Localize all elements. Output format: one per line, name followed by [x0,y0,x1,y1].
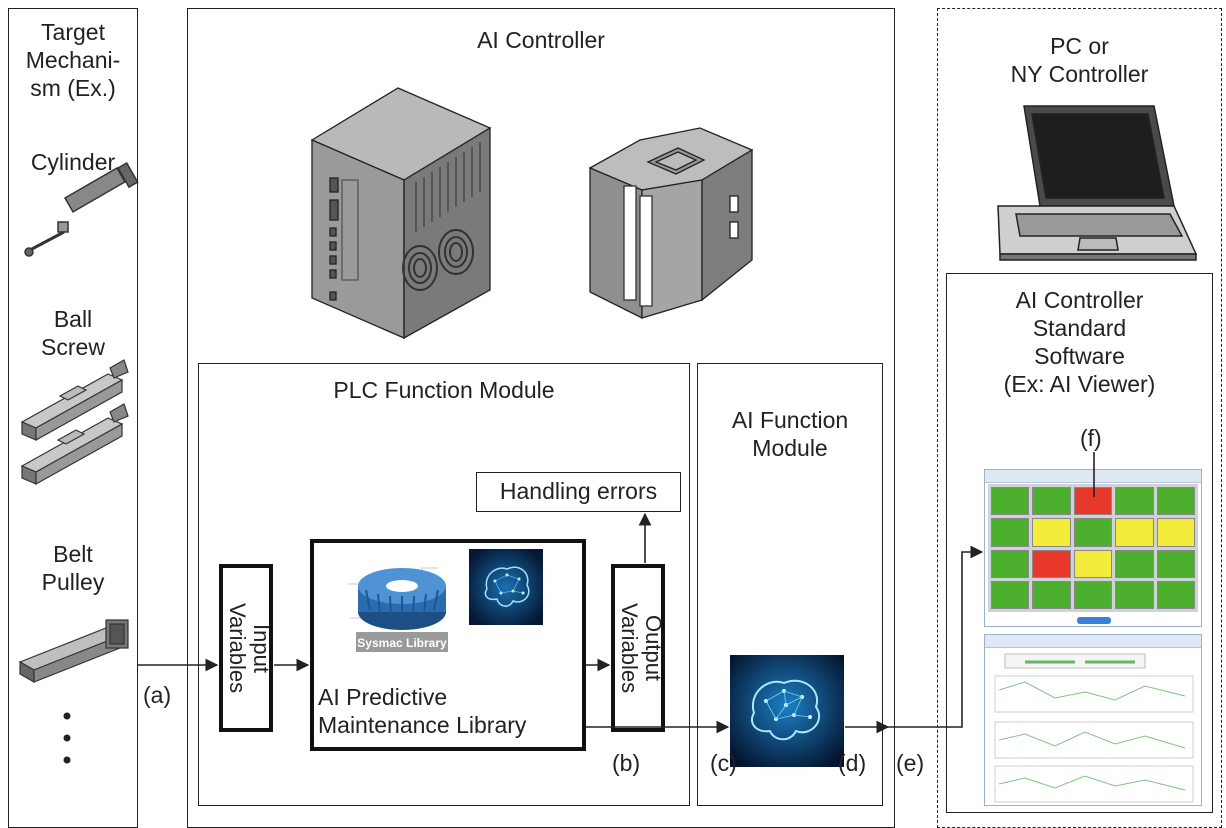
flow-label-b: (b) [612,750,641,776]
ai-brain-icon [469,549,543,625]
input-variables-label: Input Variables [225,602,274,694]
flow-label-e: (e) [896,750,925,776]
heatmap-cell [1032,487,1071,516]
ai-controller-standard-software-box [946,273,1213,813]
belt-pulley-label: Belt Pulley [41,541,105,595]
ai-function-module [697,363,883,806]
heatmap-cell [1115,487,1154,516]
pc-or-ny-controller-title: PC or NY Controller [1010,33,1149,87]
ball-screw-icon [20,359,129,486]
input-variables-box [219,564,273,732]
cylinder-label: Cylinder [30,149,116,175]
ai-viewer-chart-window [984,634,1202,806]
heatmap-cell [1156,549,1195,578]
ai-function-module-title: AI Function Module [731,407,849,461]
sysmac-library-text: Sysmac Library [357,636,447,650]
window-titlebar [985,635,1201,648]
plc-function-module-title: PLC Function Module [333,377,555,403]
heatmap-cell [1032,518,1071,547]
flow-label-d: (d) [838,750,867,776]
ai-viewer-heatmap-window [984,469,1202,627]
sysmac-library-logo: Sysmac Library [340,548,458,666]
flow-label-a: (a) [143,682,172,708]
heatmap-cell [1073,518,1113,547]
plc-function-module [198,363,690,806]
heatmap-cell [1073,487,1113,516]
ai-controller-module-icon [588,127,754,320]
heatmap-cell [1156,580,1195,609]
heatmap-cell [1156,518,1195,547]
heatmap-cell [1115,518,1154,547]
heatmap-cell [1115,580,1154,609]
heatmap-cell [1156,487,1195,516]
heatmap-cell [1032,549,1071,578]
cylinder-icon [24,161,139,257]
handling-errors-label: Handling errors [499,478,658,504]
software-title: AI Controller Standard Software (Ex: AI … [1003,287,1156,397]
ellipsis-icon [63,712,71,764]
output-variables-box [611,564,665,732]
heatmap-cell [1073,580,1113,609]
heatmap-cell [1073,549,1113,578]
output-variables-label: Output Variables [617,602,666,694]
heatmap-cell [991,549,1030,578]
target-mechanism-title: Target Mechani- sm (Ex.) [25,19,121,101]
belt-pulley-icon [18,619,129,684]
ai-controller-title: AI Controller [477,27,605,53]
ai-controller-unit-icon [310,87,492,340]
arrow-e-to-viewer [888,545,984,728]
library-name-label: AI Predictive Maintenance Library [318,684,527,738]
pager-indicator [1077,617,1111,624]
flow-label-c: (c) [710,750,737,776]
window-titlebar [985,470,1201,483]
heatmap-cell [991,518,1030,547]
heatmap-marker-label: (f) [1080,425,1102,451]
handling-errors-box [476,472,681,512]
heatmap-grid [988,484,1198,612]
heatmap-cell [991,580,1030,609]
heatmap-cell [1032,580,1071,609]
heatmap-cell [991,487,1030,516]
heatmap-cell [1115,549,1154,578]
ball-screw-label: Ball Screw [41,306,105,360]
ai-predictive-maintenance-library-box [310,539,586,751]
laptop-icon [997,105,1198,261]
ai-brain-icon [730,655,844,767]
